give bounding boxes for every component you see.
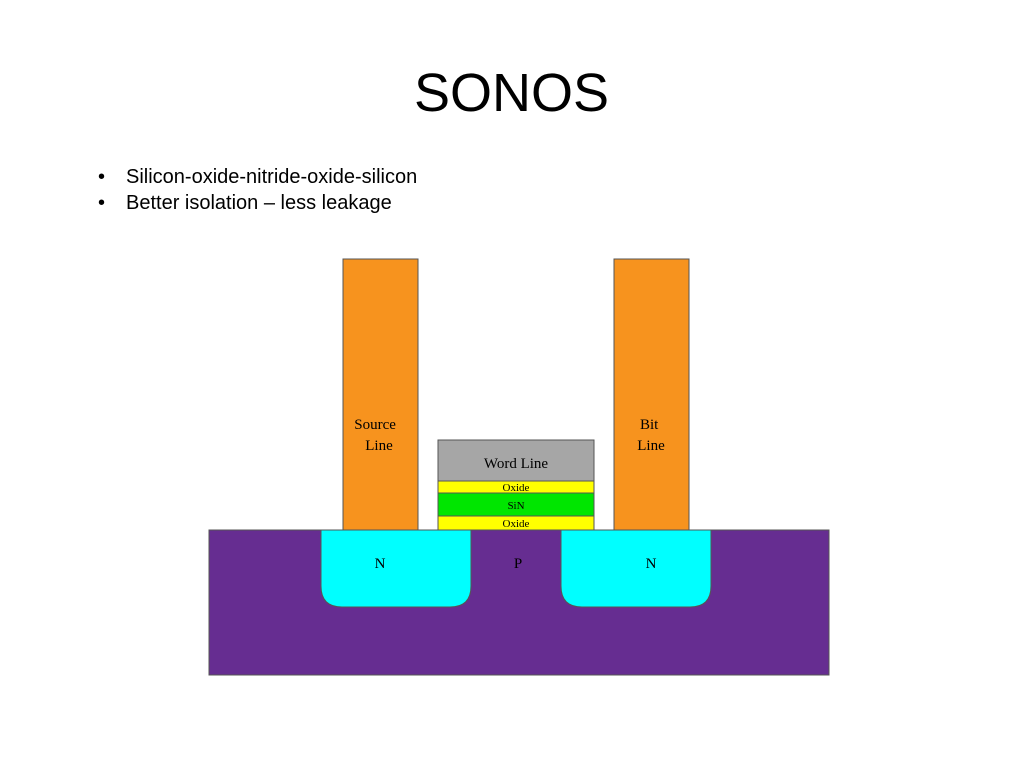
nitride-label: SiN bbox=[507, 500, 524, 512]
bottom-oxide-layer bbox=[437, 515, 595, 531]
word-line-label: Word Line bbox=[484, 456, 549, 472]
bullet-list: • Silicon-oxide-nitride-oxide-silicon • … bbox=[98, 164, 417, 216]
n-region-left bbox=[320, 529, 472, 608]
top-oxide-label: Oxide bbox=[503, 482, 530, 494]
source-line-contact bbox=[342, 258, 419, 531]
bullet-symbol: • bbox=[98, 192, 106, 214]
p-channel-label: P bbox=[514, 556, 522, 572]
bit-line-label: Bit Line bbox=[637, 417, 665, 454]
n-region-left-label: N bbox=[375, 556, 386, 572]
bullet-text: Silicon-oxide-nitride-oxide-silicon bbox=[126, 166, 418, 188]
slide-title: SONOS bbox=[413, 63, 610, 123]
bullet-item: • Better isolation – less leakage bbox=[98, 190, 417, 216]
source-line-label: Source Line bbox=[354, 417, 399, 454]
n-region-right bbox=[560, 529, 712, 608]
bullet-item: • Silicon-oxide-nitride-oxide-silicon bbox=[98, 164, 417, 190]
bit-line-contact bbox=[613, 258, 690, 531]
bottom-oxide-label: Oxide bbox=[503, 518, 530, 530]
bullet-symbol: • bbox=[98, 166, 106, 188]
p-substrate bbox=[208, 529, 830, 676]
word-line-gate bbox=[437, 439, 595, 482]
bullet-text: Better isolation – less leakage bbox=[126, 192, 392, 214]
n-region-right-label: N bbox=[646, 556, 657, 572]
